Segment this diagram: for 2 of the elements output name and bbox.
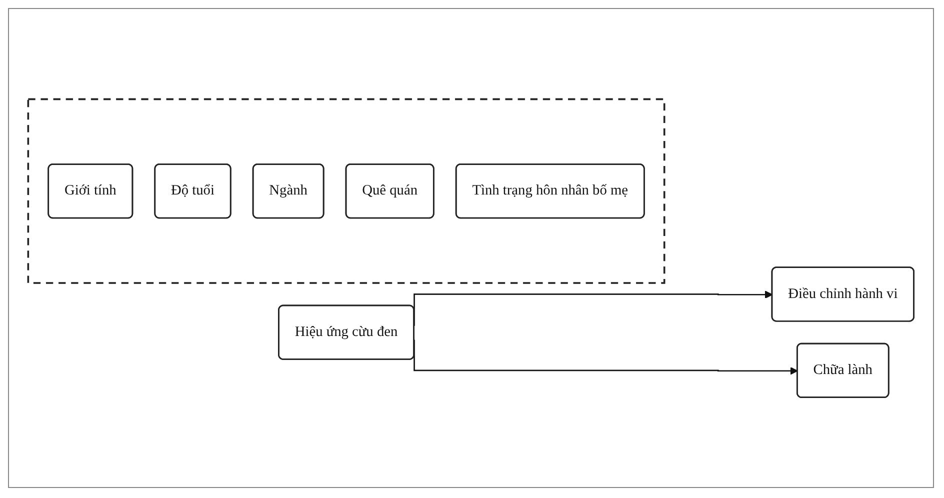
diagram-frame: Giới tính Độ tuổi Ngành Quê quán Tình trạng hôn nhân bố mẹ Hiệu ứng cừu đen Điều chỉnh hành vi Chữa lành <box>8 8 934 488</box>
cluster <box>27 98 666 284</box>
